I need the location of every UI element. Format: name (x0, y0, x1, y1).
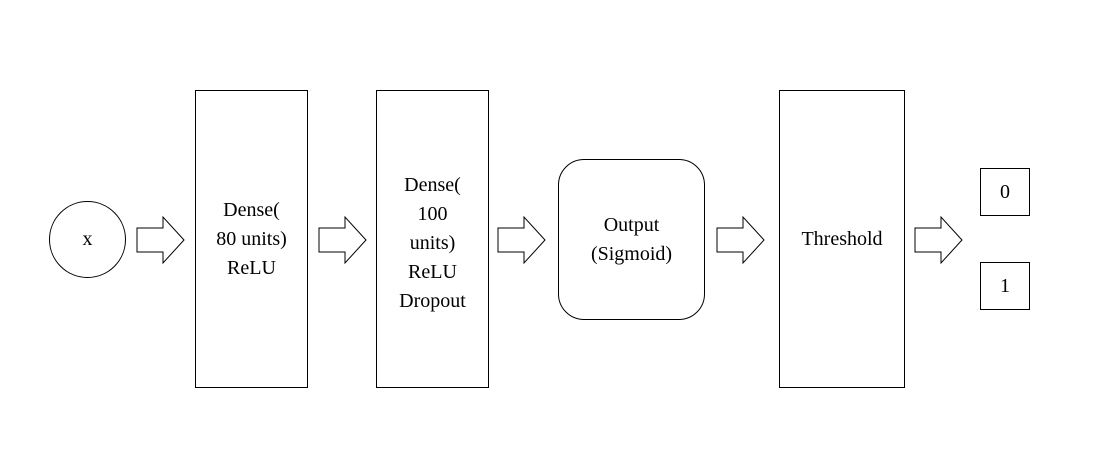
dense-80-layer: Dense( 80 units) ReLU (195, 90, 308, 388)
dense-80-line-2: 80 units) (216, 227, 287, 250)
dense-100-line-3: units) (409, 232, 456, 254)
input-node: x (49, 201, 126, 278)
arrow-5-icon (914, 215, 964, 265)
threshold-label: Threshold (801, 227, 883, 250)
output-class-1-label: 1 (1000, 274, 1010, 297)
output-line-2: (Sigmoid) (590, 242, 673, 265)
dense-100-line-1: Dense( (404, 174, 461, 196)
output-line-1: Output (603, 213, 660, 236)
output-sigmoid-node: Output (Sigmoid) (558, 159, 705, 320)
dense-100-line-5: Dropout (399, 290, 466, 312)
arrow-3-icon (497, 215, 547, 265)
threshold-layer: Threshold (779, 90, 905, 388)
input-label: x (82, 228, 93, 250)
arrow-2-icon (318, 215, 368, 265)
arrow-4-icon (716, 215, 766, 265)
dense-100-layer: Dense( 100 units) ReLU Dropout (376, 90, 489, 388)
dense-100-line-2: 100 (417, 203, 448, 225)
output-class-1: 1 (980, 262, 1030, 310)
dense-80-line-1: Dense( (223, 198, 280, 221)
arrow-1-icon (136, 215, 186, 265)
output-class-0: 0 (980, 168, 1030, 216)
output-class-0-label: 0 (1000, 180, 1010, 203)
dense-100-line-4: ReLU (408, 261, 457, 283)
dense-80-line-3: ReLU (227, 256, 276, 279)
